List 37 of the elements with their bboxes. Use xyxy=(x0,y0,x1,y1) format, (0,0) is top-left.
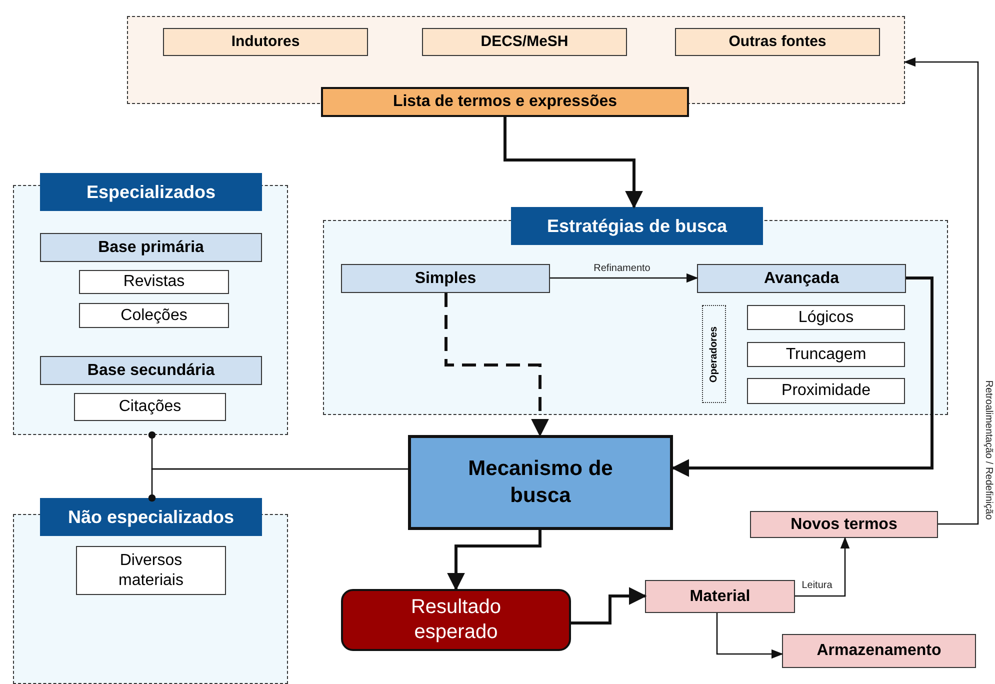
category-box: Base secundária xyxy=(40,356,262,385)
category-box: Base primária xyxy=(40,233,262,262)
edge-label: Leitura xyxy=(800,581,834,591)
operators-box xyxy=(702,305,726,403)
connector-arrow xyxy=(671,276,934,477)
strategy-box: Avançada xyxy=(697,264,906,293)
connector-arrow xyxy=(444,293,549,437)
group-heading: Não especializados xyxy=(40,498,262,536)
connector-arrow xyxy=(795,536,850,597)
connector-arrow xyxy=(504,117,643,209)
strategy-box: Simples xyxy=(341,264,550,293)
vertical-label: Operadores xyxy=(708,326,720,382)
new-terms-box: Novos termos xyxy=(750,511,938,538)
result-box: Resultado esperado xyxy=(341,589,571,651)
operator-box: Truncagem xyxy=(747,342,905,367)
operator-box: Proximidade xyxy=(747,378,905,404)
connector-arrow xyxy=(571,587,647,624)
item-box: Revistas xyxy=(79,270,229,294)
item-box: Citações xyxy=(74,393,226,421)
connector-arrow xyxy=(904,57,979,525)
group-heading: Especializados xyxy=(40,173,262,211)
edge-label: Retroalimentação / Redefinição xyxy=(983,378,993,522)
connector-arrow xyxy=(447,530,542,591)
group-heading: Estratégias de busca xyxy=(511,207,763,245)
material-box: Material xyxy=(645,580,795,613)
source-box: Indutores xyxy=(163,28,368,56)
edge-label: Refinamento xyxy=(592,264,652,274)
item-box: Coleções xyxy=(79,303,229,328)
connector-arrow xyxy=(716,613,784,659)
source-box: Outras fontes xyxy=(675,28,880,56)
search-engine-box: Mecanismo de busca xyxy=(408,435,673,530)
source-box: DECS/MeSH xyxy=(422,28,627,56)
storage-box: Armazenamento xyxy=(782,634,976,668)
item-box: Diversos materiais xyxy=(76,546,226,595)
connector-arrow xyxy=(550,273,698,283)
operator-box: Lógicos xyxy=(747,305,905,330)
list-box: Lista de termos e expressões xyxy=(321,87,689,117)
